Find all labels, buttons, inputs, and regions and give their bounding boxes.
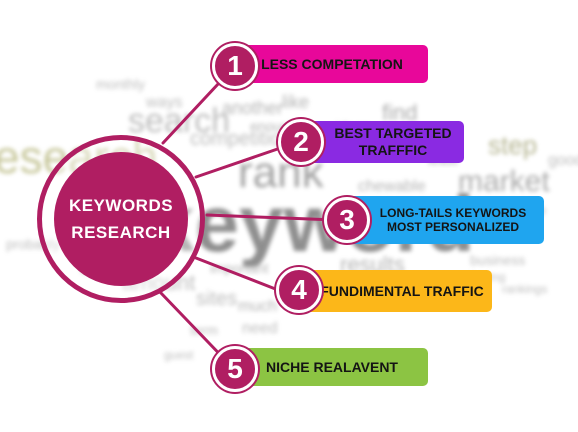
step-3-number-badge: 3: [324, 197, 370, 243]
step-2-bar: BEST TARGETED TRAFFFIC: [300, 121, 464, 163]
cloud-word: business: [470, 252, 526, 268]
cloud-word: competition: [190, 128, 293, 150]
step-5-bar: NICHE REALAVENT: [236, 348, 428, 386]
step-1-number: 1: [227, 50, 243, 81]
step-5-number: 5: [227, 353, 243, 384]
step-3-number: 3: [339, 204, 355, 235]
step-3-bar: LONG-TAILS KEYWORDS MOST PERSONALIZED: [340, 196, 544, 244]
cloud-word: sites: [196, 288, 238, 310]
connector-line-4: [194, 256, 280, 292]
cloud-word: important: [210, 260, 269, 276]
step-2-number: 2: [293, 126, 309, 157]
step-4-label: FUNDIMENTAL TRAFFIC: [320, 282, 484, 299]
cloud-word: ways: [146, 94, 183, 111]
cloud-word: step: [488, 130, 538, 160]
cloud-word: another: [222, 98, 284, 118]
hub-title-line-2: RESEARCH: [71, 223, 171, 242]
step-1-number-badge: 1: [212, 43, 258, 89]
step-4-number: 4: [291, 274, 307, 305]
connector-line-3: [205, 213, 338, 222]
step-4-number-badge: 4: [276, 267, 322, 313]
cloud-word: good: [548, 152, 578, 169]
cloud-word: search: [128, 102, 231, 140]
step-4-bar: FUNDIMENTAL TRAFFIC: [290, 270, 492, 312]
cloud-word: chewable: [358, 178, 426, 195]
cloud-word: need: [242, 320, 278, 337]
cloud-word: guest: [164, 348, 194, 362]
cloud-word: like: [282, 92, 310, 112]
step-1-bar: LESS COMPETATION: [236, 45, 428, 83]
step-1-label: LESS COMPETATION: [261, 56, 403, 72]
cloud-word: much: [238, 298, 278, 315]
cloud-word: rankings: [502, 282, 548, 296]
step-5-label: NICHE REALAVENT: [266, 359, 398, 375]
cloud-word: find: [382, 100, 418, 125]
hub-title-line-1: KEYWORDS: [68, 196, 174, 215]
hub-circle: KEYWORDS RESEARCH: [54, 152, 188, 286]
step-2-label: BEST TARGETED TRAFFFIC: [334, 125, 452, 158]
cloud-word: market: [458, 165, 550, 198]
step-3-label: LONG-TAILS KEYWORDS MOST PERSONALIZED: [379, 206, 527, 234]
cloud-word: term: [190, 322, 218, 338]
step-5-number-badge: 5: [212, 346, 258, 392]
step-2-number-badge: 2: [278, 119, 324, 165]
cloud-word: monthly: [96, 76, 146, 92]
